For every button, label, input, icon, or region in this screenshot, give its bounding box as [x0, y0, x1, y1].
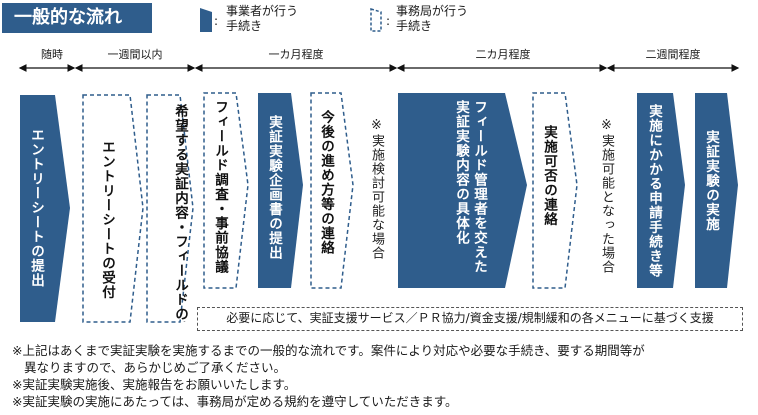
step-label-1: エントリーシートの受付	[99, 140, 115, 300]
legend-colon: :	[386, 14, 391, 28]
support-menu-box: 必要に応じて、実証支援サービス／ＰＲ協力/資金支援/規制緩和の各メニューに基づく…	[197, 307, 743, 331]
step-label-8: 実施にかかる申請手続き等	[646, 104, 662, 278]
page-title: 一般的な流れ	[2, 3, 152, 33]
footnote-report: ※実証実験実施後、実施報告をお願いいたします。	[12, 377, 297, 392]
step-shape-3	[203, 92, 249, 289]
step-label-5: 今後の進め方等の連絡	[318, 110, 334, 255]
timeline-arrows	[18, 64, 740, 72]
step-shape-8	[637, 93, 685, 288]
applicant-step-legend-icon	[200, 8, 212, 32]
footnote-general-flow-cont: 異なりますので、あらかじめご了承ください。	[24, 360, 287, 375]
step-label-3: フィールド調査・事前協議	[212, 100, 228, 274]
note-review-possible: ※実施検討可能な場合	[369, 118, 384, 260]
footnote-rules: ※実証実験の実施にあたっては、事務局が定める規約を遵守していただきます。	[12, 394, 458, 409]
step-shape-4	[258, 93, 303, 288]
footnote-general-flow: ※上記はあくまで実証実験を実施するまでの一般的な流れです。案件により対応や必要な…	[12, 343, 645, 358]
flow-shapes	[20, 92, 738, 323]
step-shape-6	[398, 93, 527, 288]
step-label-7: 実施可否の連絡	[541, 125, 557, 227]
step-label-6: フィールド管理者を交えた実証実験内容の具体化	[453, 100, 487, 274]
step-shape-1	[82, 94, 144, 323]
step-label-4: 実証実験企画書の提出	[266, 115, 282, 260]
phase-label-two-weeks: 二週間程度	[645, 48, 701, 61]
note-feasible: ※実施可能となった場合	[599, 118, 614, 274]
legend-office-label: 事務局が行う 手続き	[396, 4, 469, 33]
legend: : 事業者が行う 手続き : 事務局が行う 手続き	[200, 4, 500, 38]
office-step-legend-icon	[370, 8, 382, 32]
legend-applicant-label: 事業者が行う 手続き	[226, 4, 299, 33]
step-shape-5	[310, 92, 354, 289]
step-shape-9	[695, 93, 738, 288]
phase-label-one-month: 一カ月程度	[268, 48, 324, 61]
legend-colon: :	[214, 14, 219, 28]
step-shape-0	[20, 95, 70, 322]
step-label-0: エントリーシートの提出	[28, 128, 44, 288]
step-shape-7	[532, 92, 578, 289]
step-shape-2	[146, 94, 194, 323]
phase-label-two-months: 二カ月程度	[475, 48, 531, 61]
step-label-2: 希望する実証内容・フィールドの確認	[172, 104, 188, 322]
phase-label-within-week: 一週間以内	[107, 48, 163, 61]
phase-label-anytime: 随時	[41, 48, 63, 61]
step-label-9: 実証実験の実施	[703, 130, 719, 232]
